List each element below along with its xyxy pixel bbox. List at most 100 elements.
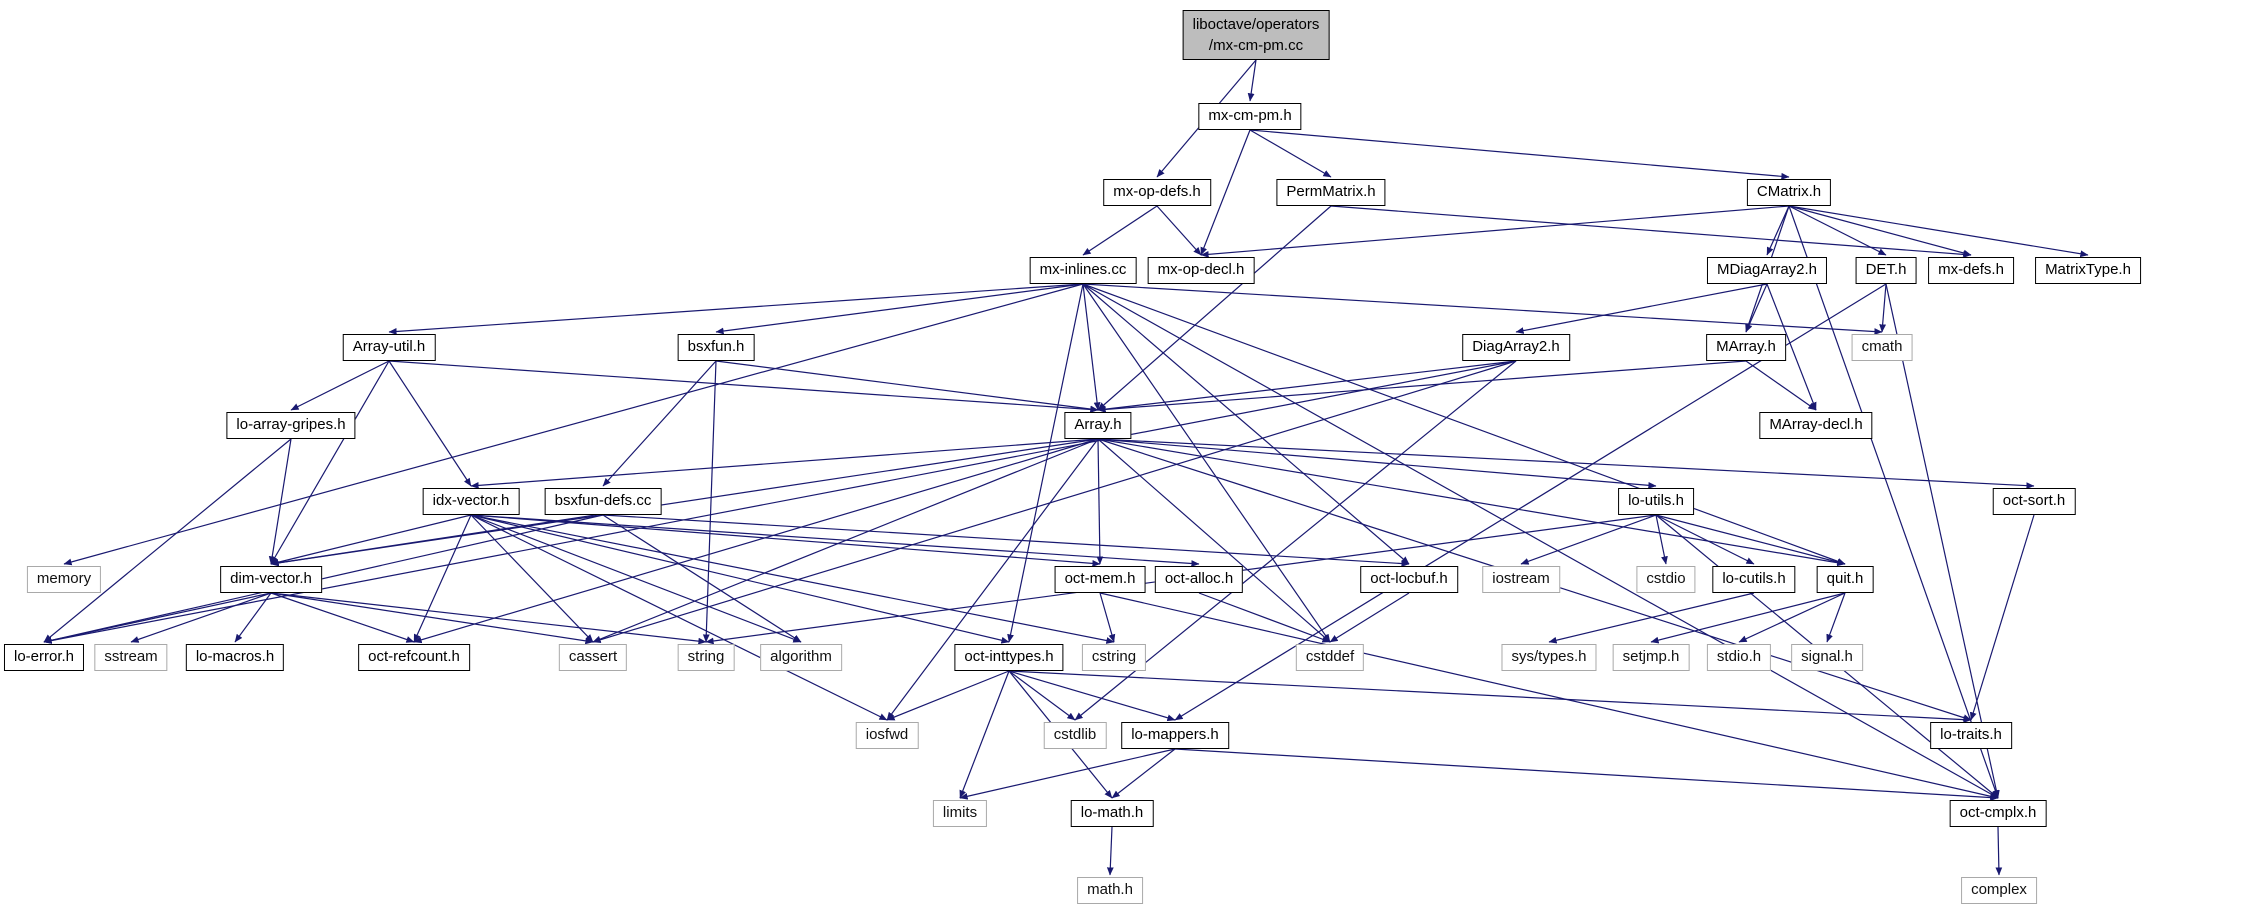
- include-edge-mx_inlines-bsxfun: [715, 283, 1084, 335]
- graph-node-mx_cm_pm_h[interactable]: mx-cm-pm.h: [1198, 103, 1302, 130]
- include-edge-mx_cm_pm_h-cmatrix: [1249, 129, 1790, 180]
- graph-node-cassert: cassert: [558, 644, 628, 671]
- graph-node-cmatrix[interactable]: CMatrix.h: [1746, 179, 1832, 206]
- include-edge-idx_vector-oct_inttypes: [470, 514, 1010, 644]
- include-edge-array_util-lo_array_gripes: [290, 360, 390, 411]
- graph-node-dim_vector[interactable]: dim-vector.h: [220, 566, 322, 593]
- graph-node-oct_cmplx[interactable]: oct-cmplx.h: [1949, 800, 2047, 827]
- include-edge-array_h-oct_refcount: [413, 438, 1099, 644]
- graph-node-permmatrix[interactable]: PermMatrix.h: [1276, 179, 1386, 206]
- include-edge-array_h-lo_utils: [1097, 438, 1657, 489]
- include-edge-det-cmath: [1879, 283, 1887, 333]
- include-edge-oct_inttypes-lo_mappers: [1008, 670, 1176, 722]
- include-edge-lo_utils-iostream: [1520, 514, 1657, 565]
- graph-node-cstring: cstring: [1081, 644, 1147, 671]
- graph-node-mx_op_defs[interactable]: mx-op-defs.h: [1103, 179, 1211, 206]
- include-edge-quit-setjmp: [1650, 592, 1846, 644]
- include-edge-idx_vector-cassert: [470, 514, 594, 643]
- graph-node-stdio: stdio.h: [1706, 644, 1772, 671]
- graph-node-quit[interactable]: quit.h: [1816, 566, 1874, 593]
- graph-node-cstdlib: cstdlib: [1043, 722, 1107, 749]
- graph-node-iostream: iostream: [1482, 566, 1560, 593]
- include-edge-bsxfun_defs-algorithm: [602, 514, 802, 643]
- graph-node-limits: limits: [932, 800, 988, 827]
- include-edge-cmatrix-oct_cmplx: [1788, 205, 1999, 799]
- graph-node-lo_array_gripes[interactable]: lo-array-gripes.h: [226, 412, 356, 439]
- graph-node-matrixtype[interactable]: MatrixType.h: [2035, 257, 2141, 284]
- graph-node-mx_inlines[interactable]: mx-inlines.cc: [1029, 257, 1137, 284]
- graph-node-lo_macros[interactable]: lo-macros.h: [185, 644, 285, 671]
- graph-node-mx_defs[interactable]: mx-defs.h: [1928, 257, 2014, 284]
- graph-node-bsxfun_defs[interactable]: bsxfun-defs.cc: [544, 488, 662, 515]
- graph-node-signal: signal.h: [1791, 644, 1863, 671]
- graph-node-array_h[interactable]: Array.h: [1064, 412, 1132, 439]
- graph-node-idx_vector[interactable]: idx-vector.h: [422, 488, 520, 515]
- include-edge-oct_inttypes-limits: [959, 670, 1010, 799]
- graph-node-oct_locbuf[interactable]: oct-locbuf.h: [1360, 566, 1458, 593]
- include-edge-lo_mappers-oct_cmplx: [1174, 748, 1999, 801]
- include-edge-cmatrix-matrixtype: [1788, 205, 2089, 258]
- graph-node-complex: complex: [1961, 877, 2037, 904]
- include-edge-dim_vector-lo_macros: [234, 592, 272, 643]
- graph-node-det[interactable]: DET.h: [1855, 257, 1917, 284]
- include-edge-idx_vector-oct_mem: [470, 514, 1101, 567]
- include-edge-cmatrix-mx_defs: [1788, 205, 1972, 257]
- graph-node-oct_alloc[interactable]: oct-alloc.h: [1154, 566, 1244, 593]
- include-edge-quit-signal: [1826, 592, 1846, 643]
- include-edge-diagarray2-cassert: [592, 360, 1517, 644]
- include-edge-oct_alloc-cstddef: [1198, 592, 1331, 643]
- graph-node-sstream: sstream: [94, 644, 168, 671]
- graph-node-bsxfun[interactable]: bsxfun.h: [677, 334, 755, 361]
- graph-node-array_util[interactable]: Array-util.h: [342, 334, 436, 361]
- include-edge-oct_locbuf-cstddef: [1329, 592, 1410, 643]
- include-edge-idx_vector-dim_vector: [270, 514, 472, 566]
- graph-node-oct_refcount[interactable]: oct-refcount.h: [358, 644, 470, 671]
- include-edge-lo_utils-cstdio: [1655, 514, 1668, 565]
- graph-node-marray[interactable]: MArray.h: [1706, 334, 1786, 361]
- include-edge-bsxfun-bsxfun_defs: [602, 360, 717, 487]
- include-edge-mx_inlines-oct_locbuf: [1082, 283, 1410, 565]
- include-edge-lo_array_gripes-dim_vector: [268, 438, 292, 565]
- include-edge-dim_vector-string: [270, 592, 707, 645]
- include-edge-array_h-idx_vector: [470, 438, 1099, 489]
- graph-node-lo_utils[interactable]: lo-utils.h: [1618, 488, 1694, 515]
- include-edge-array_util-idx_vector: [388, 360, 472, 487]
- graph-node-mdiagarray2[interactable]: MDiagArray2.h: [1706, 257, 1828, 284]
- include-edge-idx_vector-oct_refcount: [413, 514, 472, 643]
- include-edge-marray-array_h: [1097, 360, 1747, 413]
- include-edge-idx_vector-oct_alloc: [470, 514, 1200, 567]
- graph-node-marray_decl[interactable]: MArray-decl.h: [1759, 412, 1873, 439]
- include-edge-array_util-array_h: [388, 360, 1099, 413]
- graph-node-lo_math[interactable]: lo-math.h: [1070, 800, 1154, 827]
- include-edge-dim_vector-oct_refcount: [270, 592, 415, 643]
- include-edge-mx_op_defs-mx_inlines: [1082, 205, 1158, 256]
- include-edge-cmatrix-mdiagarray2: [1766, 205, 1790, 256]
- graph-node-oct_mem[interactable]: oct-mem.h: [1054, 566, 1146, 593]
- graph-node-root: liboctave/operators /mx-cm-pm.cc: [1182, 10, 1330, 60]
- graph-node-lo_traits[interactable]: lo-traits.h: [1930, 722, 2012, 749]
- include-edge-diagarray2-array_h: [1097, 360, 1517, 413]
- include-edge-root-mx_cm_pm_h: [1247, 59, 1257, 102]
- graph-node-oct_sort[interactable]: oct-sort.h: [1992, 488, 2076, 515]
- graph-node-string: string: [677, 644, 735, 671]
- include-edge-mx_cm_pm_h-permmatrix: [1249, 129, 1332, 178]
- include-edge-array_h-quit: [1097, 438, 1846, 567]
- include-edge-oct_inttypes-iosfwd: [886, 670, 1010, 721]
- include-edge-lo_utils-lo_cutils: [1655, 514, 1755, 565]
- graph-node-setjmp: setjmp.h: [1612, 644, 1690, 671]
- graph-node-mx_op_decl[interactable]: mx-op-decl.h: [1147, 257, 1255, 284]
- graph-node-diagarray2[interactable]: DiagArray2.h: [1462, 334, 1570, 361]
- include-edge-lo_array_gripes-lo_error: [43, 438, 292, 643]
- include-edge-idx_vector-cstring: [470, 514, 1115, 644]
- include-edge-array_util-dim_vector: [270, 360, 390, 565]
- include-edge-lo_math-math_h: [1106, 826, 1114, 876]
- graph-node-lo_error[interactable]: lo-error.h: [3, 644, 85, 671]
- include-edge-bsxfun_defs-oct_locbuf: [602, 514, 1410, 567]
- graph-node-cstddef: cstddef: [1295, 644, 1365, 671]
- graph-node-memory: memory: [26, 566, 102, 593]
- graph-node-oct_inttypes[interactable]: oct-inttypes.h: [954, 644, 1064, 671]
- graph-node-lo_cutils[interactable]: lo-cutils.h: [1712, 566, 1796, 593]
- graph-node-lo_mappers[interactable]: lo-mappers.h: [1121, 722, 1229, 749]
- include-edge-oct_mem-oct_cmplx: [1099, 592, 1999, 800]
